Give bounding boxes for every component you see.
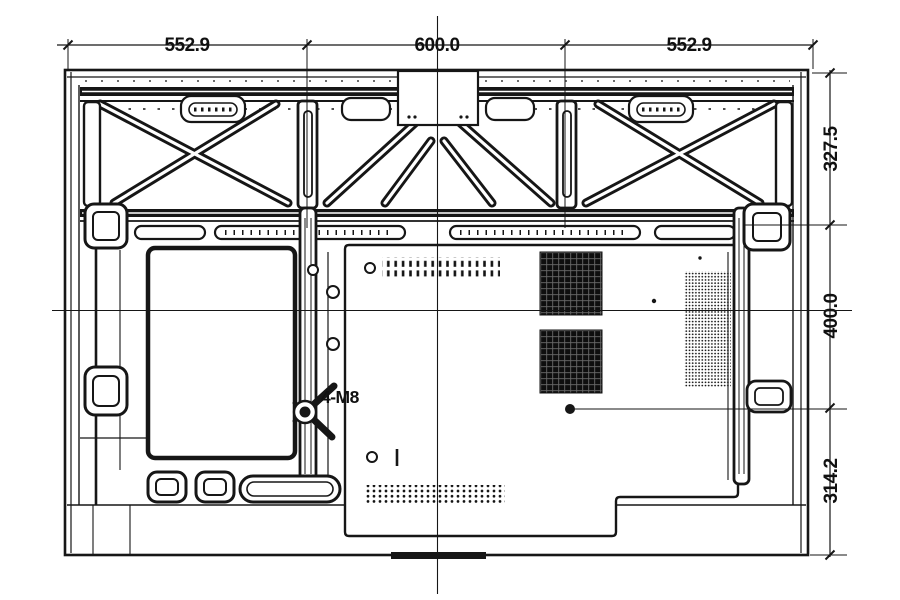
dim-label-right-upper: 327.5 [821,126,842,172]
handle-slot-long [238,474,342,504]
handle-slot-1 [146,470,188,504]
vent-dot-grid [365,485,505,505]
m8-bolt-bracket [292,382,338,441]
centerlines [52,16,852,594]
box-hole-bottom [366,451,378,463]
bracket-right-lower [745,379,793,414]
mount-hole-annotation: 4-M8 [321,387,360,407]
handle-slot-2 [194,470,236,504]
dim-label-top-right: 552.9 [666,35,711,56]
dim-label-right-lower: 314.2 [821,458,842,503]
mount-brackets [83,202,793,417]
truss-post-right [774,100,794,208]
electronics-box [343,243,740,538]
dim-label-top-left: 552.9 [164,35,209,56]
dim-label-right-middle: 400.0 [821,293,842,338]
truss-post-left [82,100,102,208]
center-vesa-rail [292,206,340,486]
right-vesa-rail [727,206,751,486]
bottom-center-bar [391,552,486,559]
bracket-left-upper [83,202,129,250]
bracket-left-lower [83,365,129,417]
bracket-right-upper [742,202,792,252]
vent-grille-upper [539,251,603,316]
left-panel-opening [145,245,298,461]
bottom-handles [146,470,342,504]
vent-mesh [684,271,731,387]
truss-diagonals [95,99,779,208]
dimension-layer: 552.9 600.0 552.9 327.5 400.0 314.2 [57,35,847,561]
top-rail-slots [179,94,695,124]
vent-grille-lower [539,329,603,394]
vent-dash-row [382,257,500,277]
box-hole-top [364,262,376,274]
vesa-post-right [555,99,578,210]
m8-bolt [299,406,311,418]
